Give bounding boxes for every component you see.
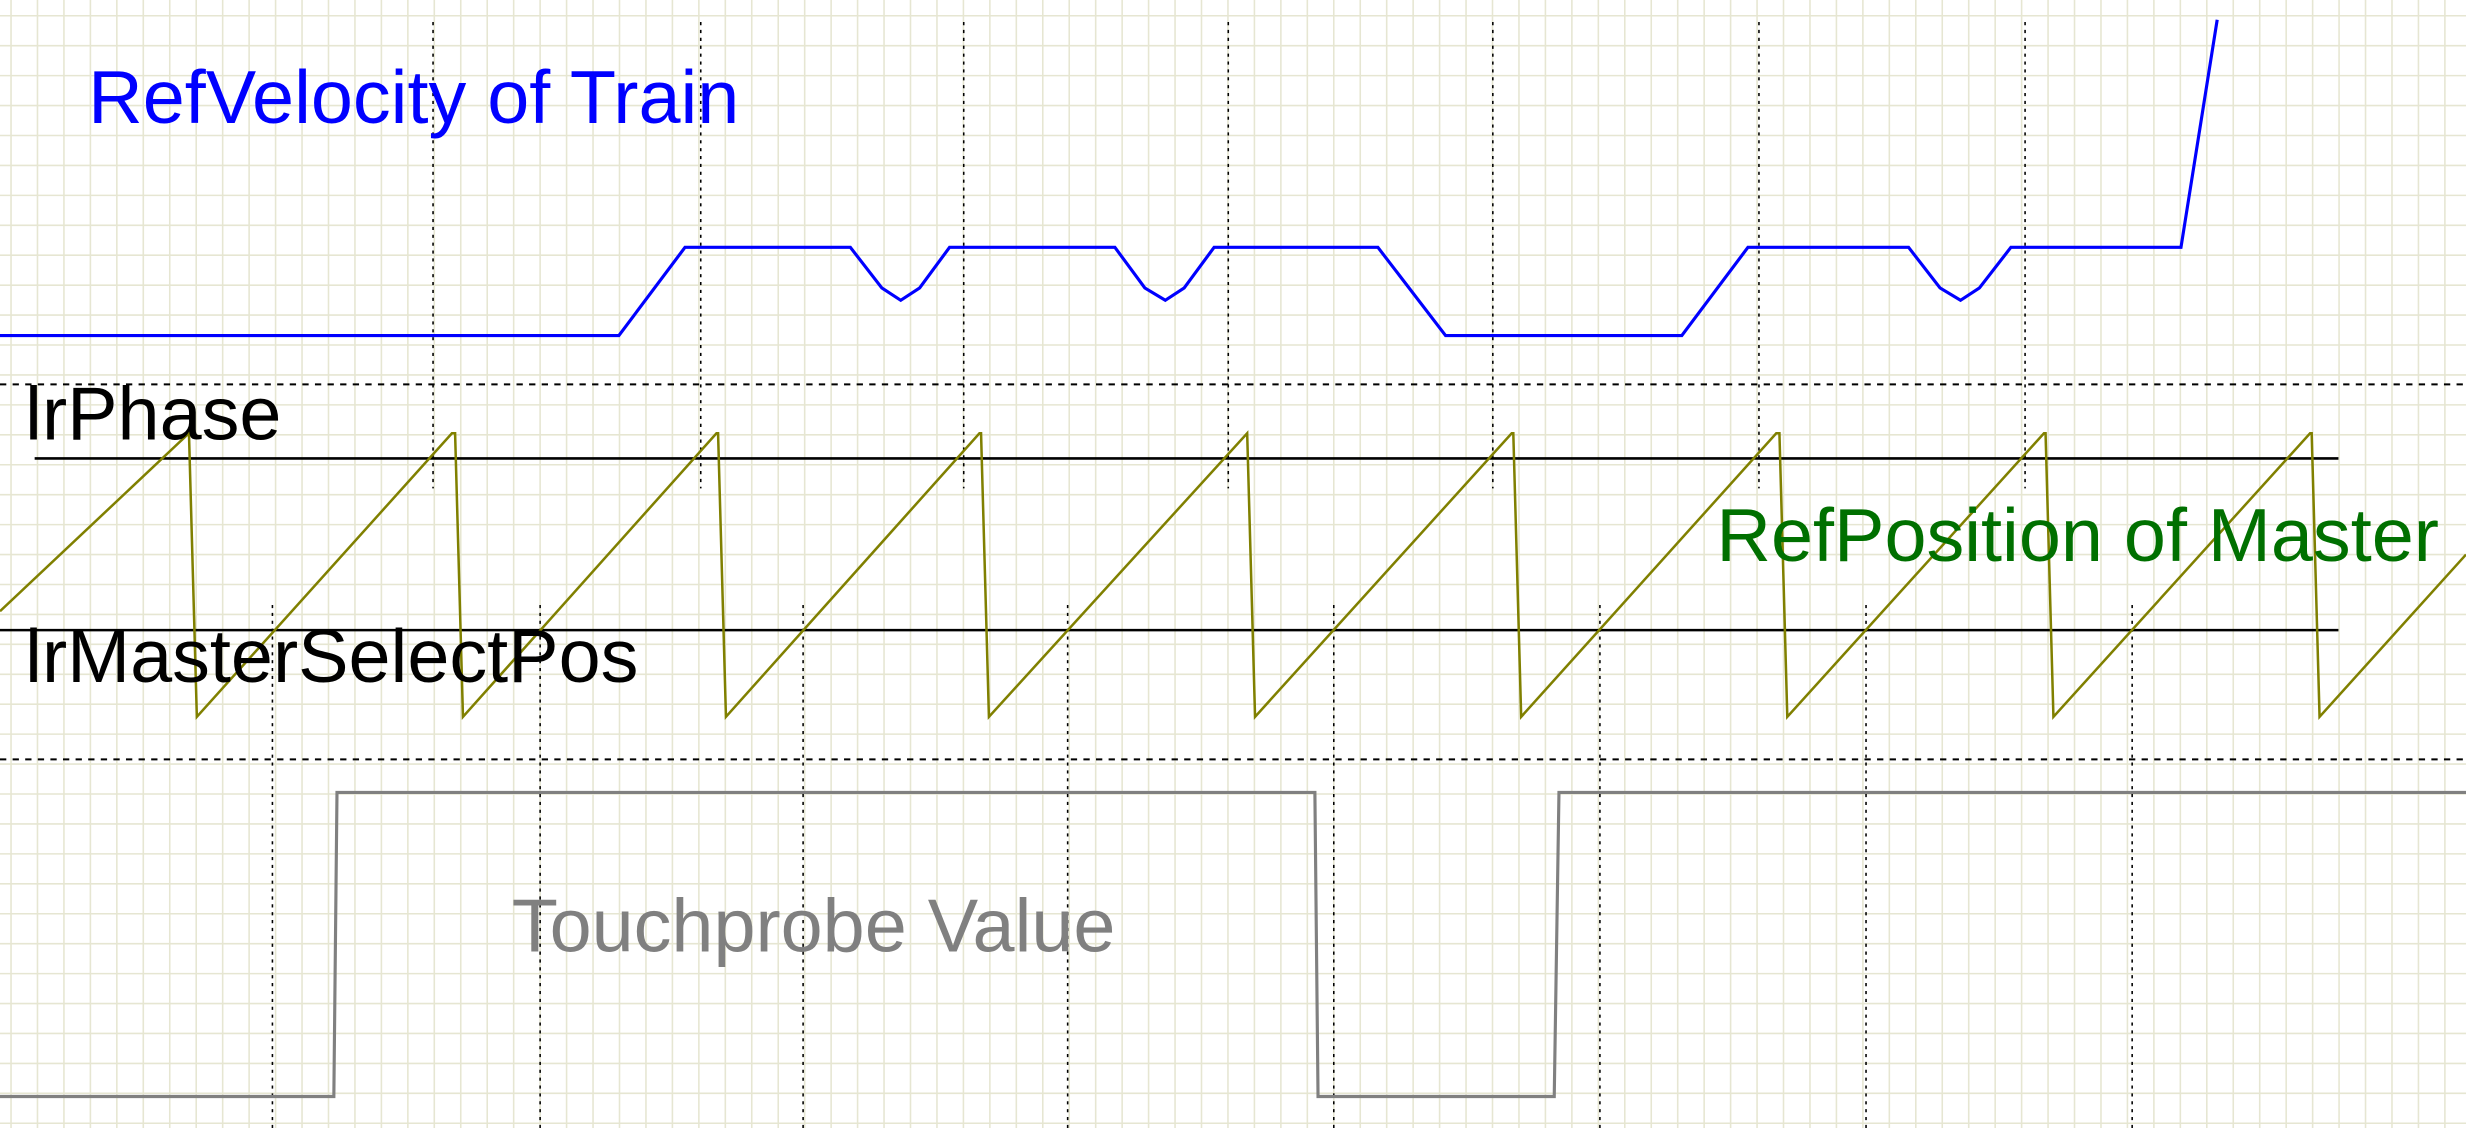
series-line-ref-position-master [0,430,2466,721]
label-ref-position-master: RefPosition of Master [1716,494,2438,578]
series-line-touchprobe [0,790,2466,1099]
label-lrMasterSelectPos: lrMasterSelectPos [25,615,638,699]
series-labels: RefVelocity of Train lrPhase RefPosition… [25,56,2439,969]
event-markers [271,22,2133,1128]
threshold-lines [0,457,2339,632]
series-line-ref-velocity [0,19,2219,338]
series-layer [0,19,2466,1099]
label-touchprobe-value: Touchprobe Value [512,885,1116,969]
label-lrPhase: lrPhase [25,373,281,457]
band-dividers [0,383,2466,761]
label-ref-velocity: RefVelocity of Train [88,56,739,140]
